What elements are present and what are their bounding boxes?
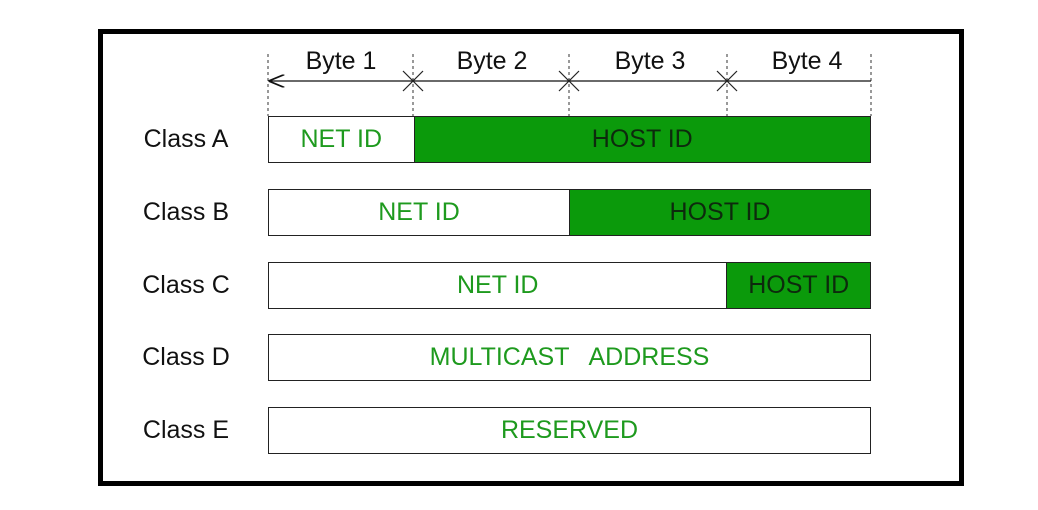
class-b-label: Class B	[142, 198, 230, 226]
class-e-bar: RESERVED	[268, 407, 871, 454]
host-id-segment: HOST ID	[726, 263, 870, 308]
byte-label-3: Byte 3	[614, 47, 686, 75]
byte-divider-x-marker	[558, 70, 580, 92]
class-d-label: Class D	[142, 343, 230, 371]
net-id-segment: MULTICAST ADDRESS	[269, 335, 870, 380]
host-id-segment: HOST ID	[413, 117, 870, 162]
class-d-bar: MULTICAST ADDRESS	[268, 334, 871, 381]
class-e-label: Class E	[142, 416, 230, 444]
byte-label-2: Byte 2	[456, 47, 528, 75]
byte-label-1: Byte 1	[305, 47, 377, 75]
byte-divider-x-marker	[716, 70, 738, 92]
byte-label-4: Byte 4	[771, 47, 843, 75]
byte-divider-x-marker	[402, 70, 424, 92]
net-id-segment: NET ID	[269, 117, 414, 162]
net-id-segment: NET ID	[269, 190, 569, 235]
class-a-label: Class A	[143, 125, 229, 153]
net-id-segment: NET ID	[269, 263, 727, 308]
net-id-segment: RESERVED	[269, 408, 870, 453]
class-c-label: Class C	[142, 271, 230, 299]
host-id-segment: HOST ID	[569, 190, 870, 235]
